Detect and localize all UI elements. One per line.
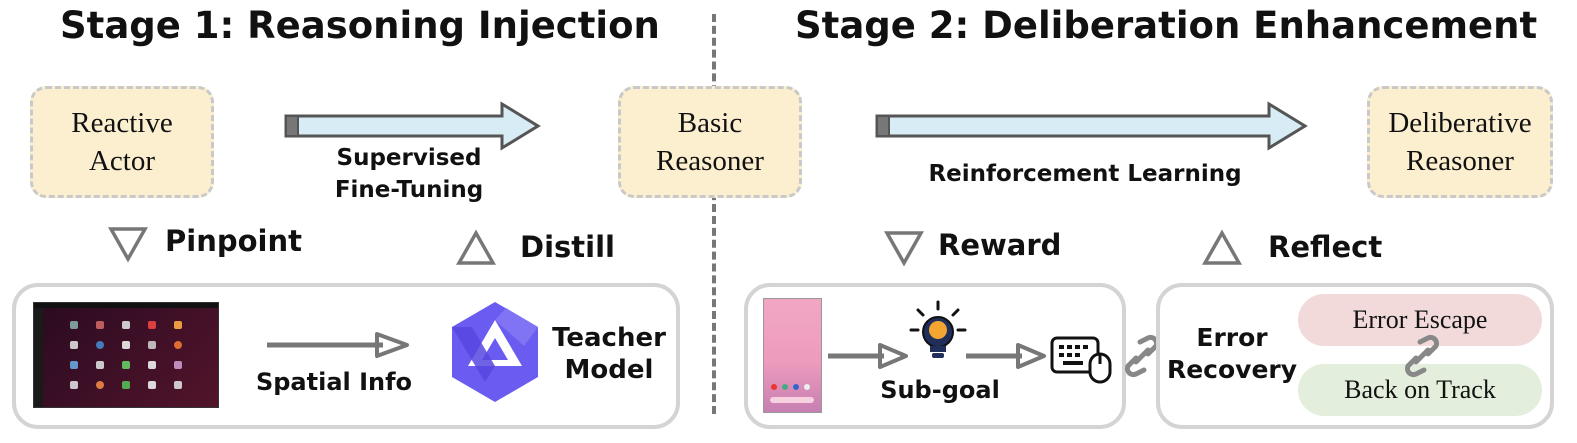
basic-reasoner-label: Basic Reasoner xyxy=(656,107,764,177)
spatial-arrow xyxy=(267,332,409,358)
phone-screenshot xyxy=(763,298,822,413)
error-recovery-label: Error Recovery xyxy=(1166,323,1298,384)
lightbulb-icon xyxy=(909,300,967,358)
link-icon xyxy=(1124,334,1160,378)
teacher-model-logo-icon xyxy=(452,302,538,402)
back-on-track-label: Back on Track xyxy=(1344,375,1496,404)
link-icon xyxy=(1404,334,1440,378)
keyboard-mouse-icon xyxy=(1050,336,1112,384)
desktop-screenshot xyxy=(33,302,219,408)
reward-label: Reward xyxy=(938,228,1062,262)
basic-reasoner-node: Basic Reasoner xyxy=(618,86,802,198)
deliberative-reasoner-node: Deliberative Reasoner xyxy=(1367,86,1553,198)
stage-divider xyxy=(712,14,716,414)
error-escape-pill: Error Escape xyxy=(1298,294,1542,346)
rl-label: Reinforcement Learning xyxy=(928,161,1242,187)
stage2-title: Stage 2: Deliberation Enhancement xyxy=(795,4,1538,47)
deliberative-reasoner-label: Deliberative Reasoner xyxy=(1388,107,1532,177)
error-escape-label: Error Escape xyxy=(1352,305,1488,334)
reflect-label: Reflect xyxy=(1268,230,1383,264)
app-grid-icon xyxy=(34,303,218,407)
subgoal-label: Sub-goal xyxy=(880,376,1000,404)
reactive-actor-node: Reactive Actor xyxy=(30,86,214,198)
stage1-title: Stage 1: Reasoning Injection xyxy=(60,4,660,47)
down-triangle-icon xyxy=(107,227,149,263)
subgoal-to-keyboard-arrow xyxy=(966,343,1046,369)
down-triangle-icon xyxy=(883,231,925,267)
up-triangle-icon xyxy=(1201,229,1243,265)
phone-dock-icon xyxy=(770,384,814,403)
spatial-info-label: Spatial Info xyxy=(255,368,413,396)
reactive-actor-label: Reactive Actor xyxy=(71,107,173,177)
sft-label: Supervised Fine-Tuning xyxy=(334,145,484,203)
sft-arrow xyxy=(284,101,541,151)
distill-label: Distill xyxy=(520,230,615,264)
pinpoint-label: Pinpoint xyxy=(165,224,302,258)
rl-arrow xyxy=(875,101,1308,151)
up-triangle-icon xyxy=(455,229,497,265)
phone-to-subgoal-arrow xyxy=(828,343,908,369)
teacher-model-label: Teacher Model xyxy=(552,323,666,385)
